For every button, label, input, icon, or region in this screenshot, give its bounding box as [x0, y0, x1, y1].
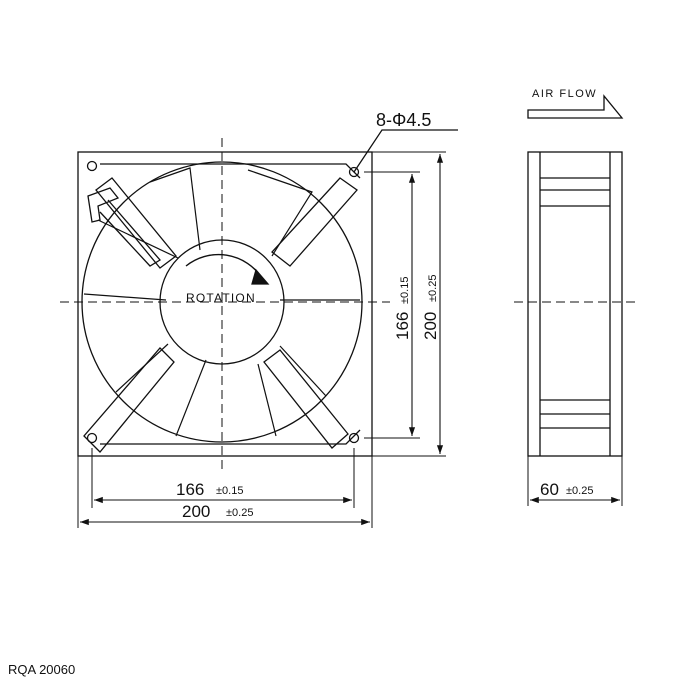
dim-200-vertical-tolerance: ±0.25 — [427, 275, 439, 302]
dim-200-horizontal-tolerance: ±0.25 — [226, 507, 253, 519]
frame-inner-bottom — [100, 429, 361, 445]
mounting-holes — [86, 160, 360, 444]
extension-lines — [77, 151, 623, 528]
support-struts — [83, 177, 358, 453]
side-view — [527, 151, 623, 457]
airflow-label: AIR FLOW — [532, 88, 597, 100]
dim-200-horizontal-value: 200 — [182, 502, 210, 521]
dim-166-vertical-value: 166 — [393, 312, 412, 340]
dim-166-vertical-tolerance: ±0.15 — [399, 277, 411, 304]
dim-166-horizontal-tolerance: ±0.15 — [216, 485, 243, 497]
rotation-arrow-head — [251, 268, 270, 285]
frame-inner-top — [100, 163, 361, 179]
model-code: RQA 20060 — [8, 662, 76, 677]
dim-200-vertical-value: 200 — [421, 312, 440, 340]
center-lines — [60, 138, 640, 470]
dim-60-tolerance: ±0.25 — [566, 485, 593, 497]
hole-callout-label: 8-Φ4.5 — [376, 110, 431, 130]
hole-callout-leader — [353, 129, 458, 173]
airflow-arrow-icon — [527, 94, 624, 119]
cable-clip — [87, 187, 161, 267]
rotation-arrow-arc — [185, 253, 263, 279]
front-view — [77, 151, 373, 457]
dim-166-horizontal-value: 166 — [176, 480, 204, 499]
dim-60-value: 60 — [540, 480, 559, 499]
rotation-label: ROTATION — [186, 291, 256, 305]
side-frame-outline — [527, 151, 623, 457]
fan-frame-outline — [77, 151, 373, 457]
dimension-lines — [80, 154, 620, 526]
fan-blades — [83, 167, 360, 437]
